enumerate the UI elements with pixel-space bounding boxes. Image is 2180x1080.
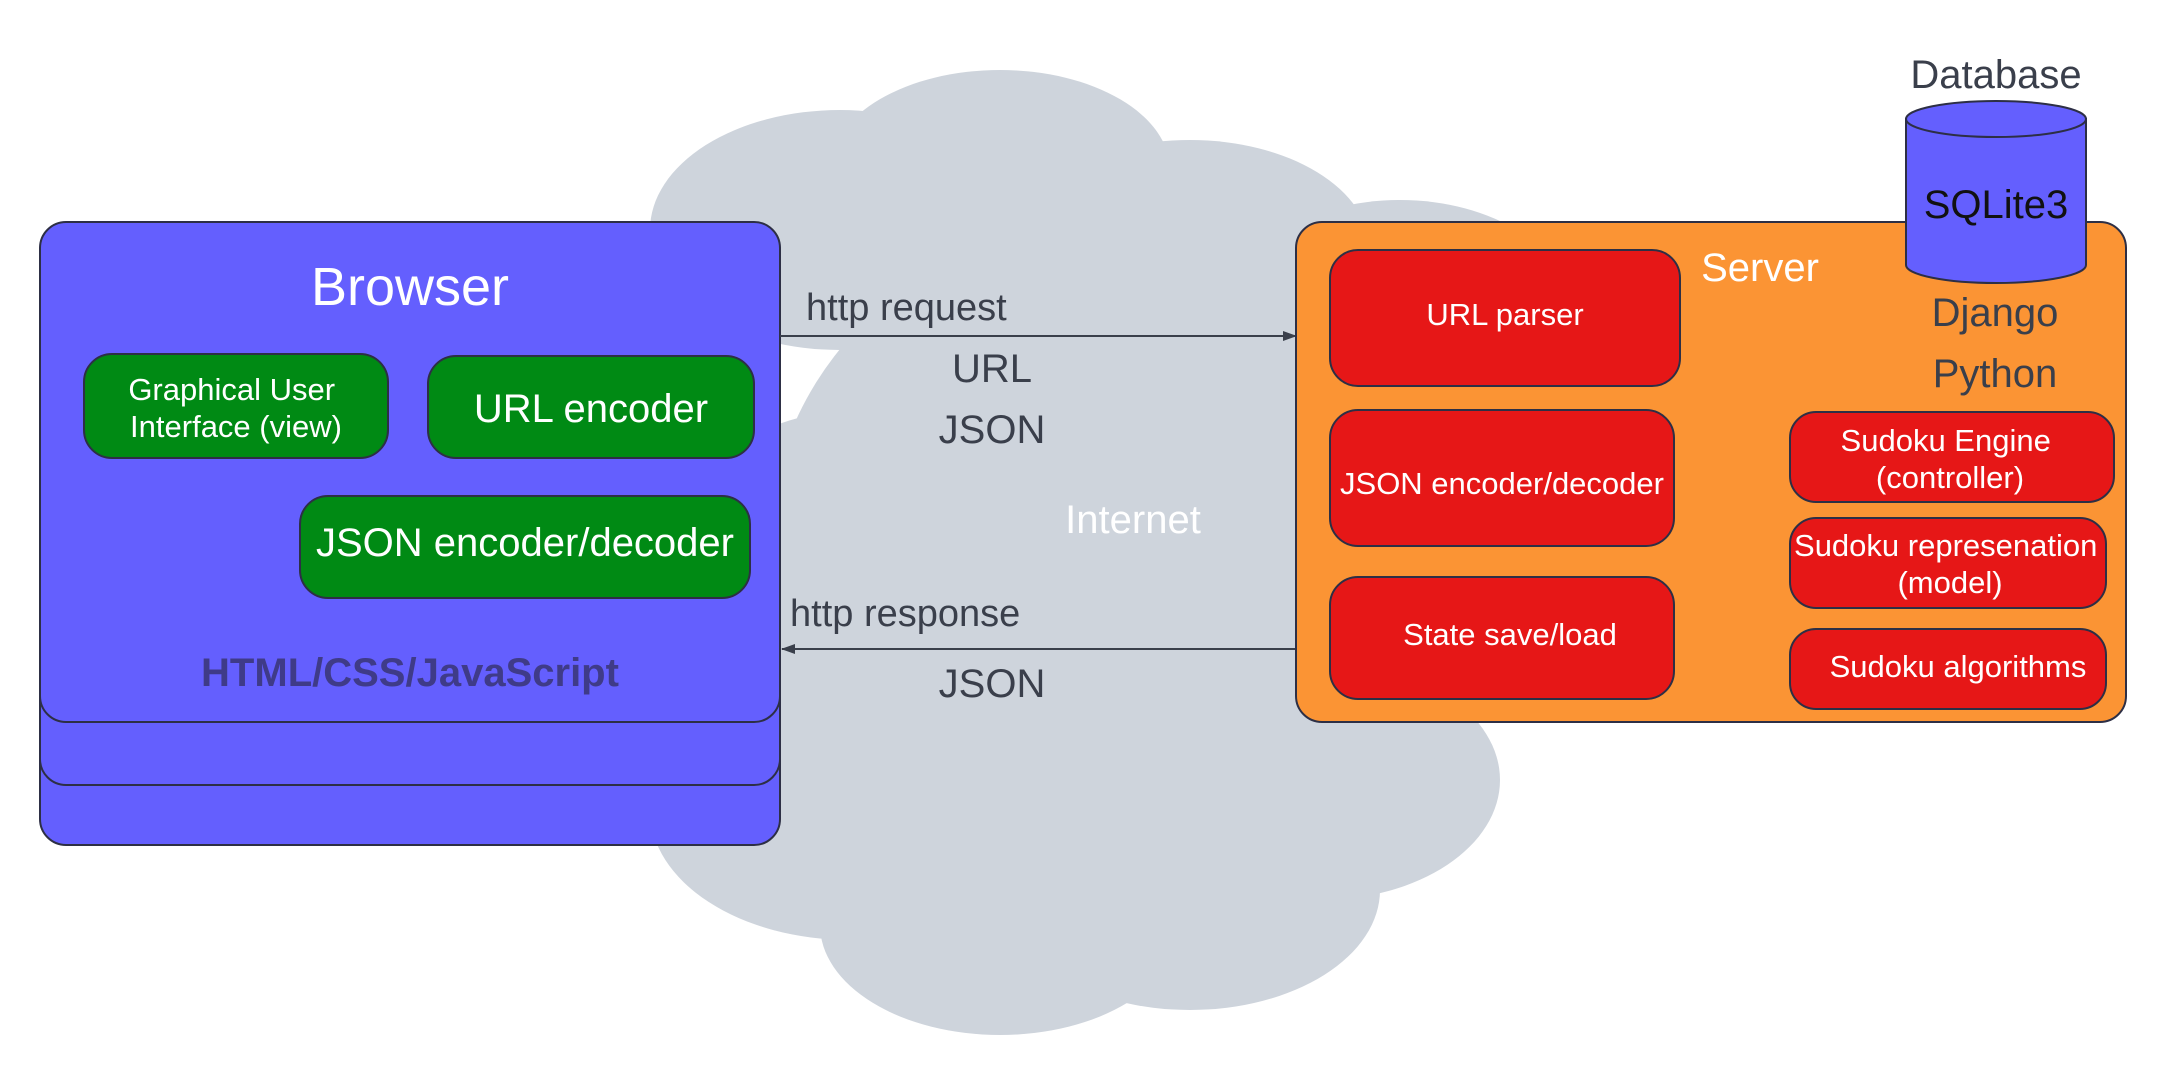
state-save-load-label: State save/load bbox=[1403, 617, 1617, 652]
sudoku-engine-label: Sudoku Engine (controller) bbox=[1841, 423, 2060, 495]
server-title: Server bbox=[1701, 246, 1819, 290]
http-response-label: http response bbox=[790, 593, 1020, 635]
state-save-load-box bbox=[1329, 576, 1675, 700]
internet-label: Internet bbox=[1065, 498, 1201, 542]
database-cylinder bbox=[1905, 100, 2087, 284]
http-request-label: http request bbox=[806, 287, 1007, 329]
language-label: Python bbox=[1933, 352, 2058, 396]
gui-view-label-line: Interface (view) bbox=[130, 409, 342, 444]
url-parser-label: URL parser bbox=[1426, 297, 1583, 332]
request-url-label: URL bbox=[952, 347, 1032, 391]
sudoku-model-box bbox=[1789, 517, 2107, 609]
sudoku-engine-box bbox=[1789, 411, 2115, 503]
database-caption: Database bbox=[1910, 53, 2081, 97]
browser-json-box bbox=[299, 495, 751, 599]
database-name: SQLite3 bbox=[1924, 183, 2069, 227]
response-json-label: JSON bbox=[939, 662, 1046, 706]
sudoku-engine-label-line: (controller) bbox=[1876, 460, 2024, 495]
framework-label: Django bbox=[1932, 291, 2059, 335]
request-json-label: JSON bbox=[939, 408, 1046, 452]
sudoku-engine-label-line: Sudoku Engine bbox=[1841, 423, 2051, 458]
browser-tech-label: HTML/CSS/JavaScript bbox=[201, 651, 619, 695]
gui-view-label: Graphical User Interface (view) bbox=[128, 372, 343, 444]
sudoku-model-label-line: (model) bbox=[1897, 565, 2002, 600]
browser-json-label: JSON encoder/decoder bbox=[316, 521, 734, 565]
gui-view-box bbox=[83, 353, 389, 459]
url-encoder-box bbox=[427, 355, 755, 459]
server-json-label: JSON encoder/decoder bbox=[1340, 466, 1664, 501]
sudoku-algorithms-box bbox=[1789, 628, 2107, 710]
browser-title: Browser bbox=[311, 257, 509, 317]
server-json-box bbox=[1329, 409, 1675, 547]
sudoku-model-label-line: Sudoku represenation bbox=[1794, 528, 2097, 563]
gui-view-label-line: Graphical User bbox=[128, 372, 335, 407]
url-parser-box bbox=[1329, 249, 1681, 387]
url-encoder-label: URL encoder bbox=[474, 387, 708, 431]
sudoku-model-label: Sudoku represenation (model) bbox=[1794, 528, 2106, 600]
sudoku-algorithms-label: Sudoku algorithms bbox=[1830, 649, 2087, 684]
